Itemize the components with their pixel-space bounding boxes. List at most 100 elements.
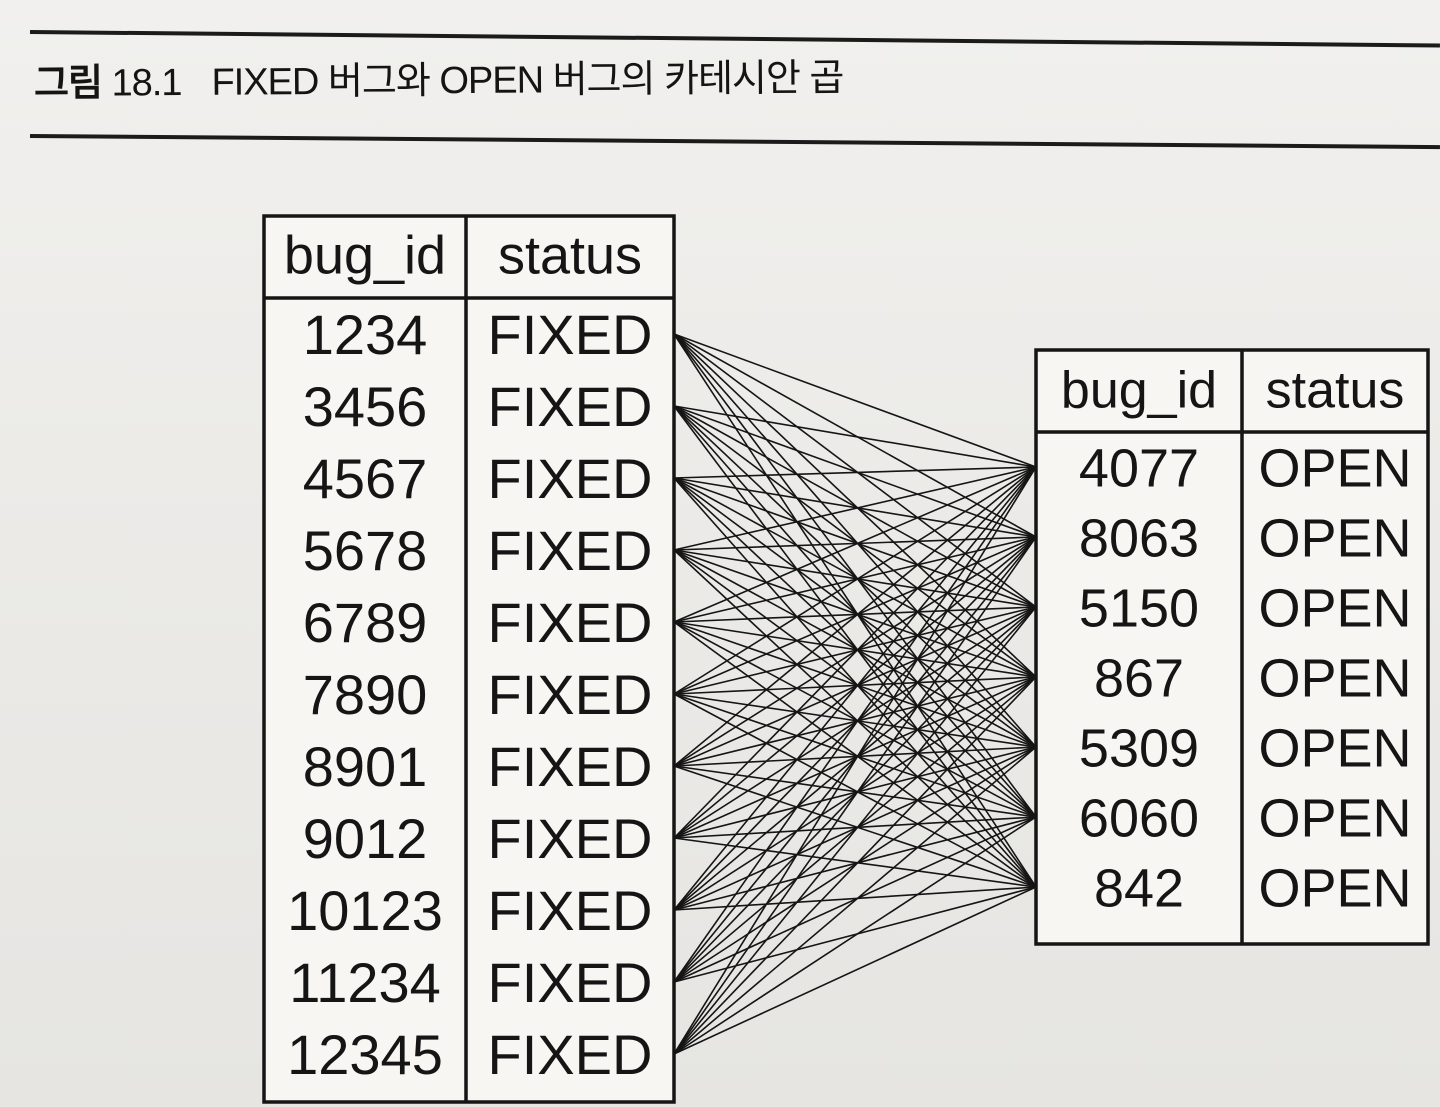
connector-line: [673, 693, 1037, 818]
connector-line: [673, 765, 1037, 818]
fixed-bug-id-cell: 6789: [303, 591, 428, 654]
fixed-status-cell: FIXED: [488, 1023, 653, 1086]
connector-line: [673, 405, 1037, 538]
fixed-status-cell: FIXED: [488, 735, 653, 798]
fixed-bug-id-cell: 4567: [303, 447, 428, 510]
connector-line: [673, 466, 1037, 983]
connector-line: [673, 466, 1037, 767]
connector-line: [673, 765, 1037, 888]
connector-line: [673, 606, 1037, 1055]
connector-line: [673, 837, 1037, 888]
connector-line: [673, 466, 1037, 479]
connector-line: [673, 466, 1037, 1055]
fixed-status-cell: FIXED: [488, 519, 653, 582]
fixed-bug-id-cell: 12345: [287, 1023, 443, 1086]
open-bug-id-cell: 5150: [1079, 578, 1199, 638]
connector-line: [673, 693, 1037, 748]
fixed-status-cell: FIXED: [488, 447, 653, 510]
open-status-cell: OPEN: [1258, 578, 1411, 638]
open-status-cell: OPEN: [1258, 788, 1411, 848]
fixed-status-cell: FIXED: [488, 663, 653, 726]
open-status-cell: OPEN: [1258, 718, 1411, 778]
connector-line: [673, 333, 1037, 678]
connector-line: [673, 549, 1037, 888]
connector-line: [673, 816, 1037, 839]
connector-line: [673, 477, 1037, 678]
connector-line: [673, 693, 1037, 888]
connector-line: [673, 886, 1037, 1055]
open-table-frame: [1034, 348, 1430, 946]
fixed-status-cell: FIXED: [488, 375, 653, 438]
fixed-header-bug-id: bug_id: [284, 225, 446, 285]
fixed-bug-id-cell: 10123: [287, 879, 443, 942]
fixed-status-cell: FIXED: [488, 807, 653, 870]
fixed-status-cell: FIXED: [488, 303, 653, 366]
connector-line: [673, 466, 1037, 551]
connector-line: [673, 621, 1037, 818]
connector-line: [673, 466, 1037, 911]
connector-line: [673, 606, 1037, 695]
connector-line: [673, 549, 1037, 608]
connector-line: [673, 621, 1037, 748]
connector-line: [673, 676, 1037, 695]
open-status-cell: OPEN: [1258, 508, 1411, 568]
fixed-bug-id-cell: 3456: [303, 375, 428, 438]
connector-line: [673, 746, 1037, 1055]
connector-line: [673, 466, 1037, 623]
connector-line: [673, 676, 1037, 1055]
fixed-status-cell: FIXED: [488, 951, 653, 1014]
connector-line: [673, 606, 1037, 623]
fixed-bug-id-cell: 5678: [303, 519, 428, 582]
connector-line: [673, 676, 1037, 767]
connector-line: [673, 333, 1037, 608]
fixed-status-cell: FIXED: [488, 879, 653, 942]
open-status-cell: OPEN: [1258, 858, 1411, 918]
connector-line: [673, 549, 1037, 678]
open-header-bug-id: bug_id: [1061, 361, 1217, 419]
fixed-header-status: status: [498, 225, 642, 285]
open-status-cell: OPEN: [1258, 438, 1411, 498]
connector-line: [673, 405, 1037, 678]
connector-line: [673, 466, 1037, 839]
open-bug-id-cell: 8063: [1079, 508, 1199, 568]
fixed-bug-id-cell: 8901: [303, 735, 428, 798]
connector-line: [673, 477, 1037, 748]
fixed-table-frame: [262, 214, 676, 1104]
connector-line: [673, 536, 1037, 623]
open-header-status: status: [1266, 361, 1405, 419]
connector-line: [673, 536, 1037, 551]
connector-line: [673, 816, 1037, 911]
connector-line: [673, 621, 1037, 888]
connector-line: [673, 886, 1037, 983]
open-bug-id-cell: 6060: [1079, 788, 1199, 848]
connector-line: [673, 477, 1037, 888]
open-bug-id-cell: 4077: [1079, 438, 1199, 498]
connector-line: [673, 466, 1037, 695]
connector-line: [673, 477, 1037, 818]
open-bug-id-cell: 5309: [1079, 718, 1199, 778]
connector-line: [673, 536, 1037, 1055]
fixed-bug-id-cell: 11234: [289, 951, 441, 1014]
connector-line: [673, 405, 1037, 818]
connector-line: [673, 886, 1037, 911]
connector-line: [673, 477, 1037, 608]
fixed-bug-id-cell: 9012: [303, 807, 428, 870]
connector-line: [673, 816, 1037, 1055]
connector-line: [673, 405, 1037, 468]
fixed-bug-id-cell: 1234: [303, 303, 428, 366]
connector-line: [673, 621, 1037, 678]
connector-line: [673, 333, 1037, 468]
connector-line: [673, 333, 1037, 538]
connector-line: [673, 549, 1037, 818]
connector-lines: [673, 333, 1037, 1055]
connector-line: [673, 746, 1037, 839]
connector-line: [673, 333, 1037, 748]
open-bug-id-cell: 867: [1094, 648, 1184, 708]
fixed-bug-id-cell: 7890: [303, 663, 428, 726]
connector-line: [673, 746, 1037, 767]
fixed-status-cell: FIXED: [488, 591, 653, 654]
open-status-cell: OPEN: [1258, 648, 1411, 708]
